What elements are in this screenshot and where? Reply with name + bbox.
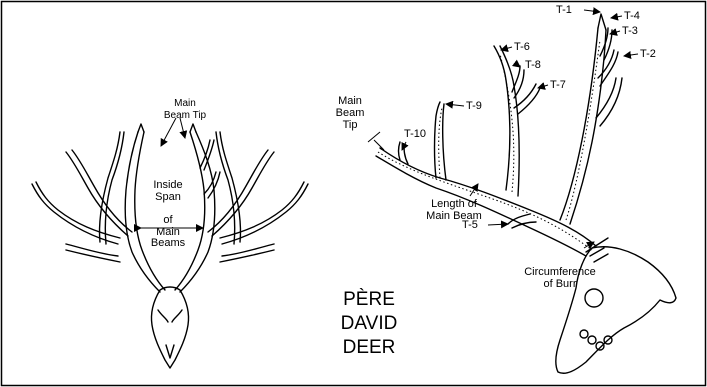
tine-t10-label: T-10 [404, 128, 426, 140]
tine-t7-label: T-7 [550, 79, 566, 91]
measurement-dots [378, 40, 600, 250]
tine-t8-label: T-8 [525, 59, 541, 71]
tine-t9-label: T-9 [466, 100, 482, 112]
circumference-of-burr-label: Circumference of Burr [524, 266, 596, 290]
inside-span-label: Inside Span of Main Beams [146, 180, 190, 250]
tine-t2-label: T-2 [640, 48, 656, 60]
side-main-beam [376, 148, 596, 256]
tine-t3-label: T-3 [622, 25, 638, 37]
front-tip-arrow-left [161, 118, 176, 146]
tine-t1-label: T-1 [556, 4, 572, 16]
front-main-beam-tip-label: Main Beam Tip [160, 98, 210, 122]
side-main-beam-tip-label: Main Beam Tip [332, 95, 368, 131]
length-of-main-beam-label: Length of Main Beam [424, 198, 484, 222]
tine-t4-label: T-4 [624, 10, 640, 22]
species-name: PÈRE DAVID DEER [334, 288, 404, 360]
tine-t6-label: T-6 [514, 41, 530, 53]
